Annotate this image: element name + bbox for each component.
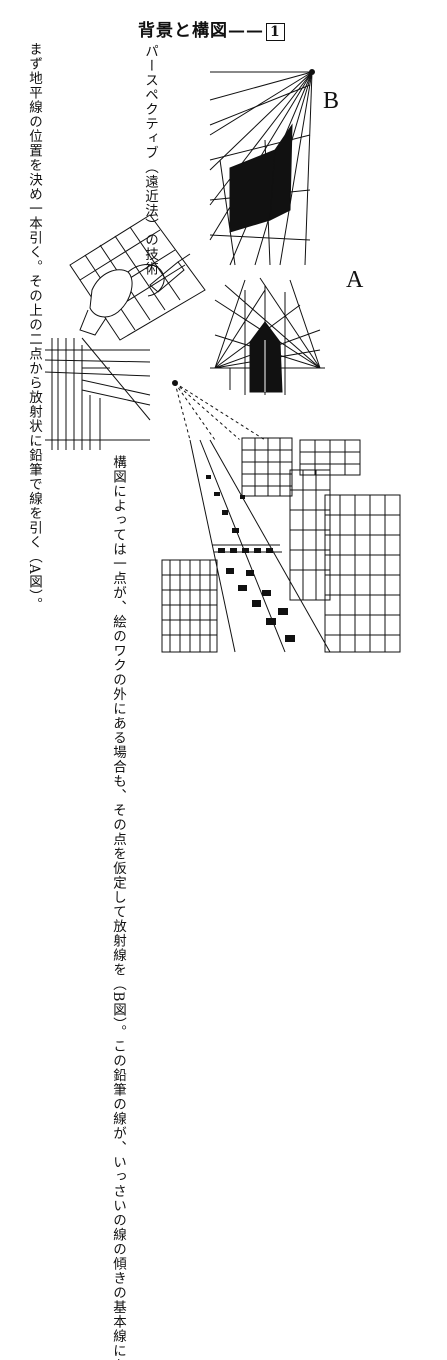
title-text: 背景と構図—— xyxy=(138,21,264,41)
figure-a-perspective xyxy=(210,277,325,395)
city-street-illustration xyxy=(161,380,401,653)
subtitle-line-1: パースペクティブ（遠近法） xyxy=(142,44,158,233)
intro-line-3: 放射状に鉛筆で線を引く（A図）。 xyxy=(26,390,42,612)
body-line-5: 線の傾きの基本線になる。 xyxy=(110,1227,126,1360)
page-title: 背景と構図——1 xyxy=(138,16,285,41)
illustrations xyxy=(44,69,401,653)
intro-text: まず地平線の位置を決め一本引く。その上の二点から放射状に鉛筆で線を引く（A図）。 xyxy=(24,42,43,612)
body-line-1: 構図によっては一点が、絵の xyxy=(110,455,126,644)
figure-label-a: A xyxy=(346,267,364,293)
building-corner-illustration xyxy=(44,337,151,450)
title-number: 1 xyxy=(266,23,285,41)
body-line-3: 点を仮定して放射線を（B図）。 xyxy=(110,832,126,1040)
figure-label-b: B xyxy=(323,88,340,114)
intro-line-2: 一本引く。その上の二点から xyxy=(26,201,42,391)
body-line-4: この鉛筆の線が、いっさいの xyxy=(110,1039,126,1228)
intro-line-1: まず地平線の位置を決め xyxy=(26,42,42,202)
hand-drawing-illustration xyxy=(69,214,206,341)
figure-b-perspective xyxy=(209,69,315,266)
